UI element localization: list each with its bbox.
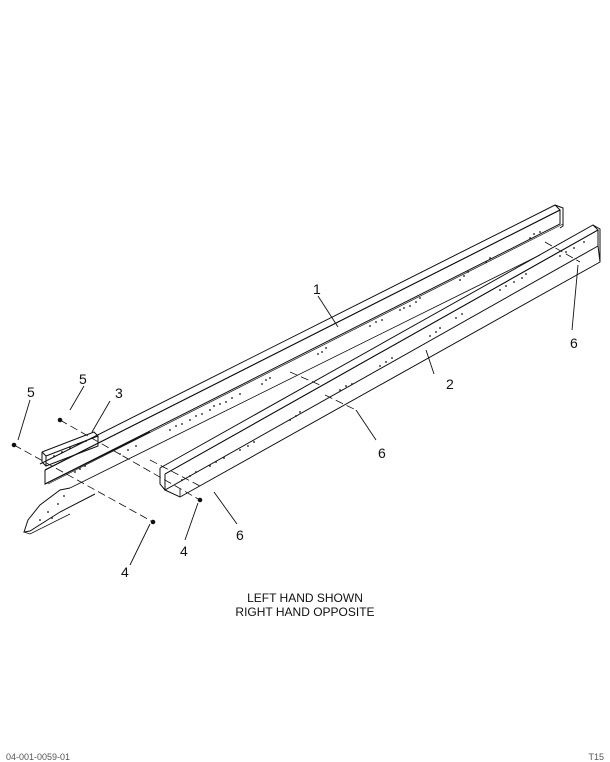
rail-1-hole-pattern: [39, 231, 541, 521]
callout-3: 3: [115, 385, 123, 401]
frame-rail-1: [23, 204, 564, 535]
callout-5-upper: 5: [79, 371, 87, 387]
note-left-hand-shown: LEFT HAND SHOWN: [247, 591, 363, 605]
leader-lines: [17, 264, 579, 566]
note-right-hand-opposite: RIGHT HAND OPPOSITE: [235, 605, 375, 619]
callout-6-middle: 6: [378, 445, 386, 461]
callout-4-left: 4: [121, 564, 129, 580]
callout-6-front: 6: [236, 527, 244, 543]
callout-2: 2: [446, 376, 454, 392]
rail-2-hole-pattern: [181, 241, 585, 481]
callout-6-rear: 6: [570, 335, 578, 351]
footer-drawing-code: 04-001-0059-01: [6, 752, 71, 762]
channel-3-hole-pattern: [53, 440, 87, 457]
footer-sheet-code: T15: [588, 752, 604, 762]
frame-rail-2: [159, 224, 601, 498]
callout-4-right: 4: [180, 543, 188, 559]
assembly-center-lines: [13, 241, 581, 523]
callout-1: 1: [313, 281, 321, 297]
fasteners: [11, 417, 203, 525]
reinforcement-channel-3: [41, 431, 99, 467]
callout-5-left: 5: [27, 384, 35, 400]
callout-labels: 1 2 3 5 5 4 4 6 6 6: [27, 281, 578, 580]
